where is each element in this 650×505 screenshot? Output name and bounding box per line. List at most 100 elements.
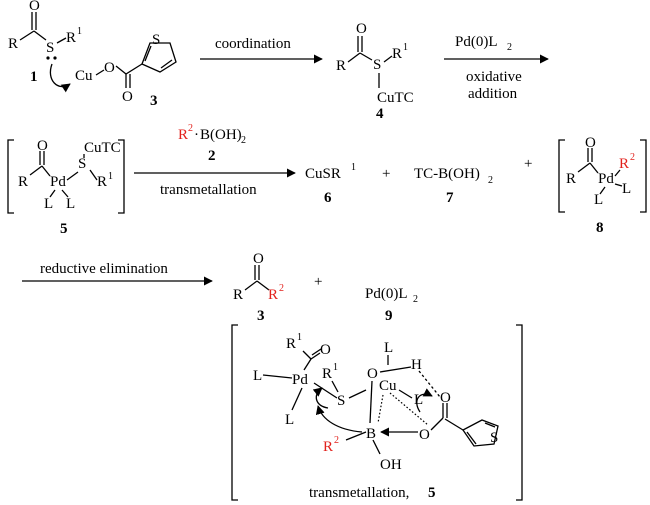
ts-o-c (430, 417, 444, 431)
c9-formula: Pd(0)L (365, 286, 408, 302)
c5-pds (66, 171, 79, 181)
thiophene-double (144, 45, 152, 62)
oxidative-label: oxidative (466, 69, 522, 85)
reductive-step: reductive elimination (22, 261, 213, 286)
ts-s-cu (348, 389, 367, 399)
ts-b-oh (372, 439, 381, 455)
ts-l-bottom: L (285, 412, 294, 428)
addition-label: addition (468, 86, 518, 102)
c1-r-bond (19, 30, 35, 41)
c8-r2: R (619, 156, 629, 172)
c1-r1-label: R (66, 30, 76, 46)
lone-pair-dot (53, 56, 57, 60)
thiophene-double2 (160, 59, 173, 69)
pd-reagent-label: Pd(0)L (455, 34, 498, 50)
plus-2: + (524, 156, 532, 172)
o-c-bond (115, 65, 127, 75)
c5-pd-bond (41, 165, 51, 177)
c4-r1: R (392, 46, 402, 62)
c3-number: 3 (150, 93, 158, 109)
p3-r2: R (268, 287, 278, 303)
ts-co2 (311, 348, 322, 356)
ts-cu-b-hash (377, 394, 384, 424)
c8-pd: Pd (598, 171, 614, 187)
ts-r1: R (286, 336, 296, 352)
lone-pair-dot (46, 56, 50, 60)
ba-number: 2 (208, 148, 216, 164)
ts-o-ester: O (440, 390, 451, 406)
ts-thiophene (462, 419, 499, 447)
ts-co (310, 352, 321, 360)
ts-pd-l (291, 387, 303, 411)
coordination-step: coordination (200, 36, 323, 64)
pd-reagent-sub: 2 (507, 42, 512, 53)
cutc-carbonyl-o: O (122, 89, 133, 105)
compound-4: O R S R 1 CuTC 4 (336, 21, 414, 122)
coordination-label: coordination (215, 36, 291, 52)
ts-hbond (418, 370, 441, 398)
transmetallation-step: R 2 · B(OH) 2 2 transmetallation (134, 123, 296, 198)
ts-bracket-left (231, 324, 238, 501)
compound-5: O R Pd S CuTC R 1 L L 5 (7, 138, 125, 237)
bracket-left (7, 139, 14, 214)
c5-o: O (37, 138, 48, 154)
bracket-left-8 (558, 139, 565, 213)
cutc-cu-label: Cu (75, 68, 93, 84)
transition-state: R 1 O L Pd L R 1 S L O H Cu L B R (231, 324, 523, 501)
c5-s: S (78, 156, 86, 172)
ts-r1-sup: 1 (297, 332, 302, 343)
c4-sr (383, 55, 393, 63)
curved-arrow (49, 63, 71, 93)
ts-l-cu: L (414, 392, 423, 408)
c8-r-bond (577, 162, 591, 173)
c4-r-bond (347, 52, 361, 63)
c8-o: O (585, 135, 596, 151)
c4-r1-sup: 1 (403, 42, 408, 53)
product-3: O R R 2 3 + Pd(0)L 2 9 (233, 251, 418, 324)
c5-number: 5 (60, 221, 68, 237)
c4-s-bond (359, 52, 373, 61)
compound-8: O R Pd R 2 L L 8 (558, 135, 647, 236)
c5-cutc: CuTC (84, 140, 121, 156)
p3-r: R (233, 287, 243, 303)
cu-o-bond (95, 69, 105, 76)
ts-h: H (411, 357, 422, 373)
ts-b-r2 (345, 431, 367, 441)
c4-number: 4 (376, 106, 384, 122)
ts-cu: Cu (379, 378, 397, 394)
c6-number: 6 (324, 190, 332, 206)
ts-r2-sup: 2 (334, 435, 339, 446)
products-6-7: CuSR 1 6 + TC-B(OH) 2 7 + (305, 156, 532, 206)
c1-s-bond (33, 30, 47, 41)
c5-r1-sup: 1 (108, 171, 113, 182)
c4-o: O (356, 21, 367, 37)
c9-number: 9 (385, 308, 393, 324)
transmetallation-label: transmetallation (160, 182, 257, 198)
reductive-label: reductive elimination (40, 261, 168, 277)
thiophene-s: S (152, 32, 160, 48)
ts-curved-arrow (312, 387, 329, 409)
p3-o: O (253, 251, 264, 267)
cutc-reagent: Cu O O S 3 (75, 32, 177, 109)
c8-pd-l1 (599, 186, 606, 195)
c1-o-label: O (29, 0, 40, 14)
ba-sub: 2 (241, 135, 246, 146)
c8-pd-r2 (614, 169, 621, 177)
p3-number: 3 (257, 308, 265, 324)
c6-sup: 1 (351, 162, 356, 173)
ts-acyl-o: O (320, 342, 331, 358)
c4-s: S (373, 57, 381, 73)
ts-c-thio (444, 418, 464, 431)
oxidative-step: Pd(0)L 2 oxidative addition (444, 34, 549, 102)
c8-pd-bond (589, 162, 599, 174)
ts-caption: transmetallation, (309, 485, 409, 501)
ts-r1b-sup: 1 (333, 362, 338, 373)
ts-cu-o-hash (389, 392, 429, 426)
ts-l-left: L (253, 368, 262, 384)
ts-acyl-pd (303, 358, 312, 371)
ts-pd: Pd (292, 372, 308, 388)
c5-l2: L (66, 196, 75, 212)
c8-l1: L (594, 192, 603, 208)
c1-s-label: S (46, 40, 54, 56)
